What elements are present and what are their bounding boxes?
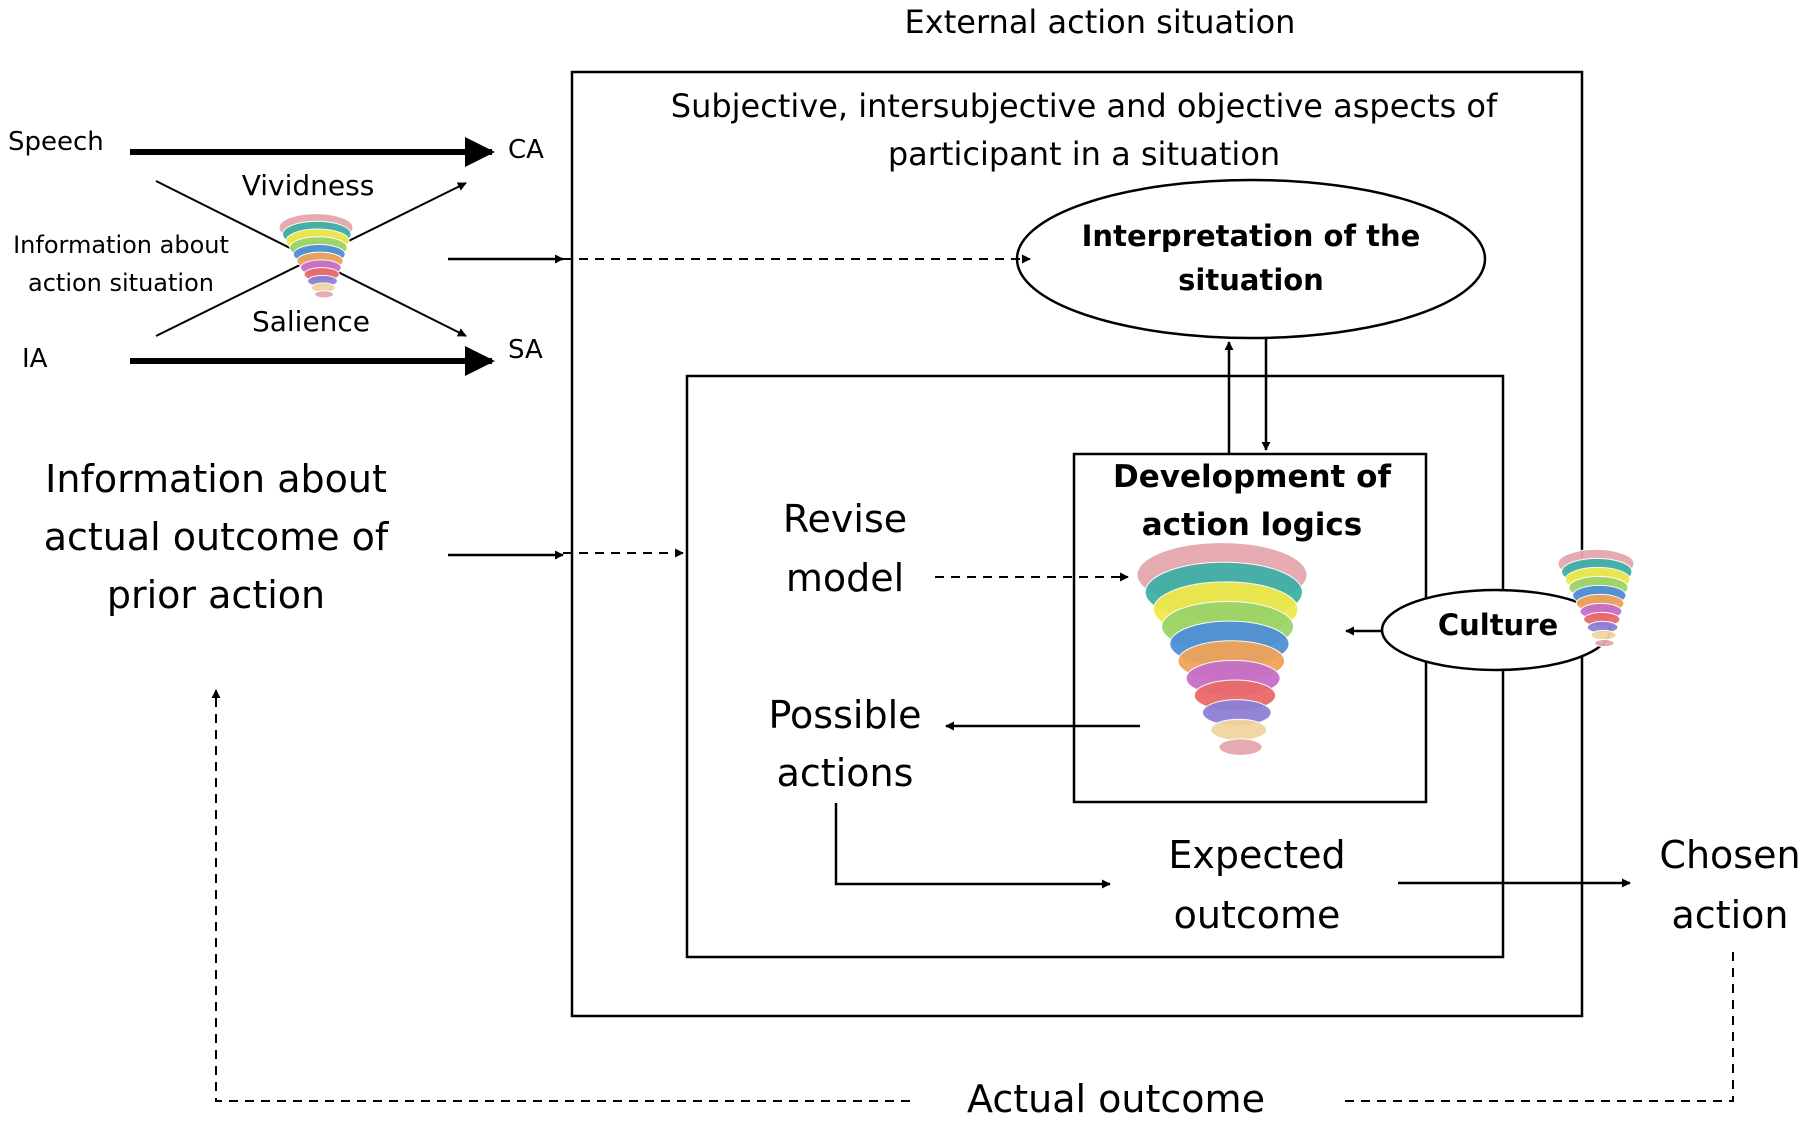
cone-band (314, 290, 334, 299)
expected-outcome-line2: outcome (1173, 893, 1341, 937)
chosen-action-line1: Chosen (1659, 833, 1800, 877)
actual-to-info-dashed-arrow (211, 689, 910, 1102)
chosen-action-line2: action (1671, 893, 1789, 937)
cone-band (1210, 718, 1268, 742)
chosen-to-actual-dashed-line (1342, 952, 1734, 1102)
outer-box-title-line1: Subjective, intersubjective and objectiv… (670, 87, 1498, 125)
possible-to-expected-arrow (834, 803, 1111, 889)
possible-actions-line1: Possible (768, 693, 922, 737)
outer-box-title-line2: participant in a situation (887, 135, 1281, 173)
possible-actions-line2: actions (776, 751, 914, 795)
cone-band (1594, 638, 1615, 648)
cone-band (1218, 738, 1263, 756)
diagram-title: External action situation (904, 3, 1296, 41)
rainbow-cone-icon (1136, 542, 1308, 756)
culture-label: Culture (1437, 608, 1559, 642)
info-situation-line2: action situation (28, 269, 214, 297)
salience-label: Salience (251, 305, 371, 338)
development-label-line2: action logics (1141, 507, 1363, 543)
revise-model-line2: model (785, 556, 905, 600)
info-situation-line1: Information about (13, 231, 229, 259)
info-outcome-line3: prior action (106, 573, 326, 617)
interpretation-label-line1: Interpretation of the (1081, 219, 1421, 253)
outer-box (570, 70, 1584, 1018)
revise-model-line1: Revise (782, 497, 908, 541)
interpretation-ellipse (1015, 178, 1487, 340)
ia-label: IA (22, 344, 48, 374)
expected-outcome-line1: Expected (1168, 833, 1346, 877)
info-outcome-line1: Information about (45, 457, 387, 501)
vividness-label: Vividness (241, 169, 375, 202)
ca-label: CA (508, 135, 544, 165)
speech-label: Speech (8, 127, 104, 157)
rainbow-cone-icon (278, 213, 354, 299)
development-label-line1: Development of (1113, 459, 1391, 495)
info-outcome-line2: actual outcome of (43, 515, 389, 559)
interpretation-label-line2: situation (1178, 263, 1324, 297)
rainbow-cone-icon (1557, 548, 1635, 648)
sa-label: SA (508, 335, 543, 365)
actual-outcome-label: Actual outcome (967, 1077, 1265, 1121)
cone-band (1590, 629, 1617, 641)
